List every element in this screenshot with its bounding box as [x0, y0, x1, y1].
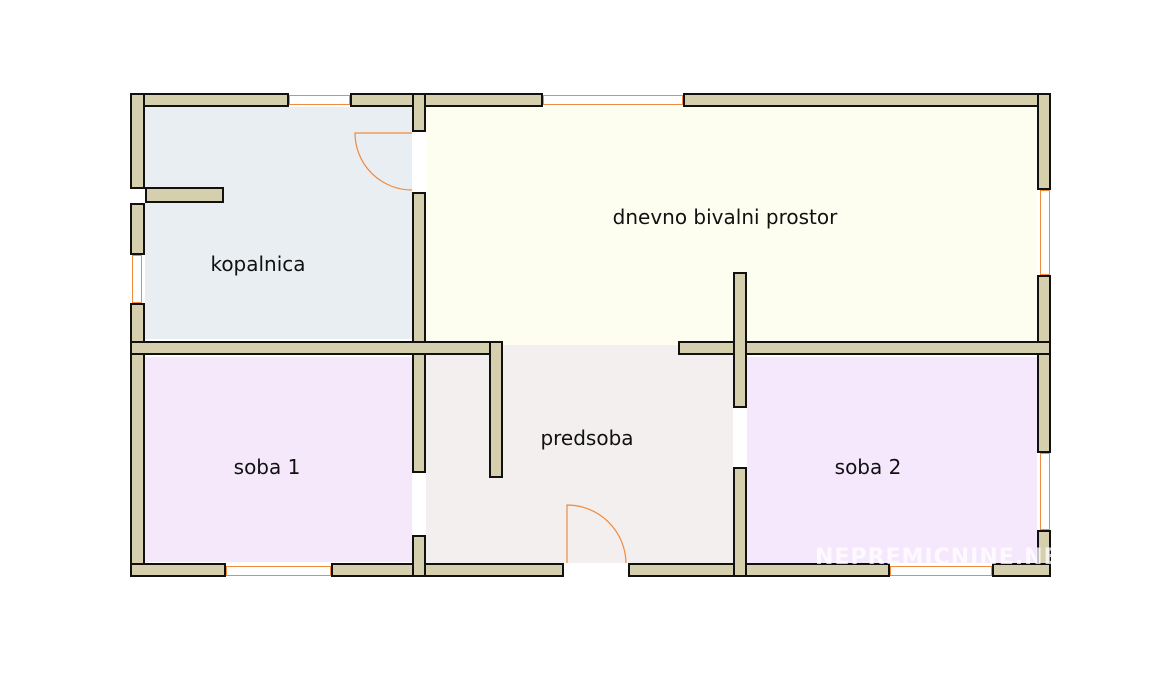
wall: [678, 341, 1051, 355]
wall: [412, 93, 426, 132]
wall: [489, 341, 503, 478]
room-soba-2: [747, 357, 1037, 563]
wall: [130, 203, 145, 255]
wall: [130, 563, 226, 577]
wall: [130, 303, 145, 577]
label-predsoba: predsoba: [540, 426, 634, 450]
wall: [1037, 275, 1051, 453]
door-entrance: [566, 504, 627, 564]
wall: [350, 93, 543, 107]
room-soba-1: [143, 357, 412, 562]
label-kopalnica: kopalnica: [210, 252, 306, 276]
wall: [130, 341, 503, 355]
wall: [145, 187, 224, 203]
window: [1040, 453, 1050, 530]
wall: [331, 563, 564, 577]
wall: [1037, 93, 1051, 190]
wall: [412, 192, 426, 473]
wall: [412, 535, 426, 577]
label-soba-1: soba 1: [233, 455, 301, 479]
wall: [992, 563, 1051, 577]
wall: [628, 563, 890, 577]
wall: [733, 467, 747, 577]
window: [543, 95, 683, 105]
room-kopalnica: [145, 107, 412, 339]
window: [890, 566, 992, 576]
window: [226, 566, 331, 576]
window: [132, 255, 142, 303]
label-dnevno-bivalni-prostor: dnevno bivalni prostor: [612, 205, 838, 229]
room-dnevno-bivalni-prostor: [426, 107, 1037, 345]
watermark: NEPREMICNINE.NET: [815, 545, 1076, 570]
door-kopalnica: [354, 132, 413, 191]
wall: [733, 272, 747, 408]
wall: [130, 93, 145, 189]
wall: [683, 93, 1051, 107]
label-soba-2: soba 2: [834, 455, 902, 479]
room-predsoba: [426, 345, 733, 563]
window: [1040, 190, 1050, 275]
window: [289, 95, 350, 105]
wall: [130, 93, 289, 107]
